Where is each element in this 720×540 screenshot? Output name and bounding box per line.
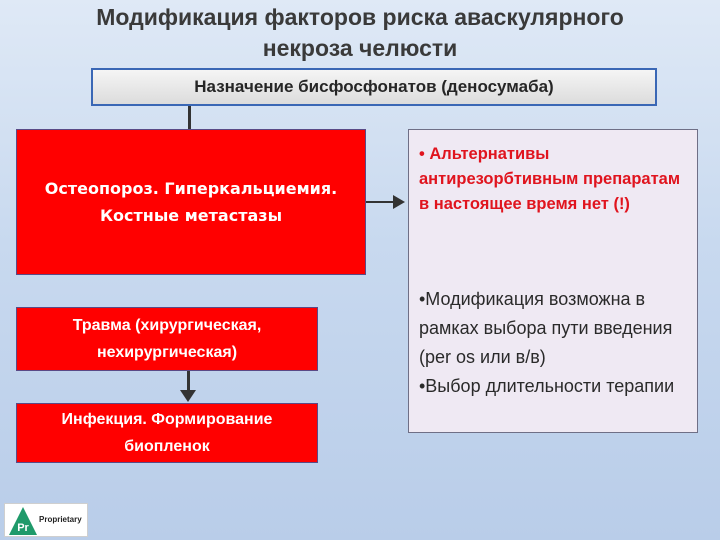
proprietary-logo: Pr Proprietary	[4, 503, 88, 537]
vertical-connector-bottom	[187, 371, 190, 391]
logo-word: Proprietary	[39, 515, 82, 524]
infection-text: Инфекция. Формирование биопленок	[61, 411, 273, 455]
vertical-connector-top	[188, 106, 191, 129]
infection-box: Инфекция. Формирование биопленок	[16, 403, 318, 463]
horizontal-connector	[366, 201, 394, 203]
slide-title: Модификация факторов риска аваскулярного…	[96, 4, 624, 61]
modification-notes: •Модификация возможна в рамках выбора пу…	[419, 285, 695, 401]
duration-note: •Выбор длительности терапии	[419, 376, 675, 396]
alternatives-note: • Альтернативы антирезорбтивным препарат…	[419, 145, 681, 213]
trauma-text: Травма (хирургическая, нехирургическая)	[72, 317, 262, 361]
osteoporosis-box: Остеопороз. Гиперкальциемия. Костные мет…	[16, 129, 366, 275]
osteoporosis-text: Остеопороз. Гиперкальциемия. Костные мет…	[44, 179, 338, 225]
trauma-box: Травма (хирургическая, нехирургическая)	[16, 307, 318, 371]
logo-initials: Pr	[17, 522, 29, 534]
bisphosphonate-box: Назначение бисфосфонатов (деносумаба)	[91, 68, 657, 106]
recommendations-panel: • Альтернативы антирезорбтивным препарат…	[408, 129, 698, 433]
modification-note: •Модификация возможна в рамках выбора пу…	[419, 289, 673, 367]
arrow-down-icon	[180, 390, 196, 402]
logo-triangle-icon: Pr	[9, 507, 37, 535]
arrow-right-icon	[393, 195, 405, 209]
